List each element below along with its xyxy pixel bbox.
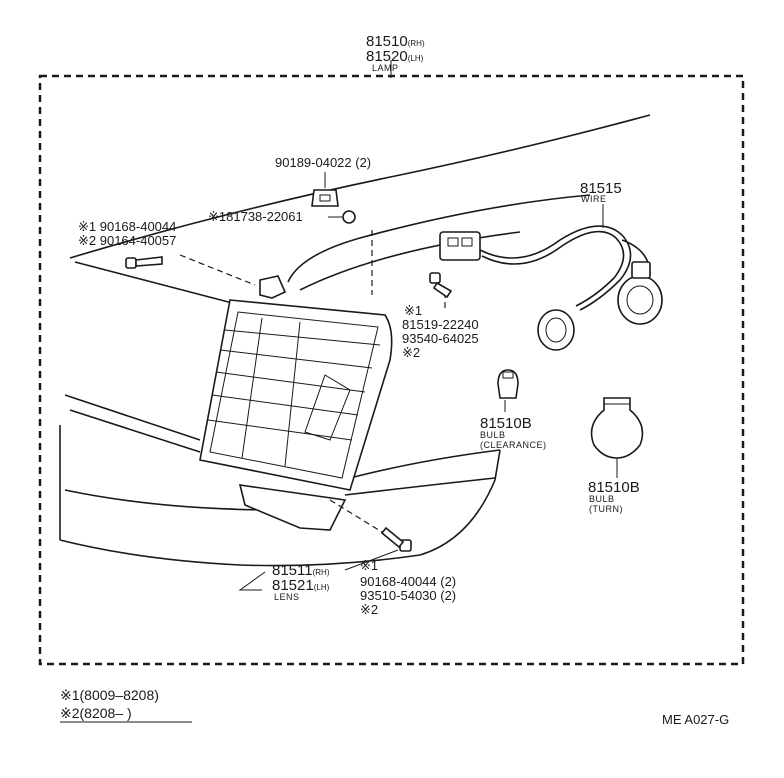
lens-lh-label: 81521(LH): [272, 577, 330, 594]
screw-bot-mark-1: ※1: [360, 558, 378, 573]
car-body-outline: [59, 114, 651, 567]
screw-bottom-part: [380, 526, 412, 552]
screw-mid-mark-2: ※2: [402, 345, 420, 360]
screw-bot-label-2: 93510-54030 (2): [360, 588, 456, 603]
bulb-clearance-num-label: 81510B: [480, 415, 532, 432]
screw-top-label-2: ※2 90164-40057: [78, 233, 176, 248]
footnote-1: ※1(8009–8208): [60, 687, 159, 703]
lamp-rh-label: 81510(RH): [366, 33, 425, 50]
screw-mid-label-1: 81519-22240: [402, 317, 479, 332]
diagram-code: ME A027-G: [662, 712, 729, 727]
lens-rh-label: 81511(RH): [272, 562, 330, 579]
footnote-2: ※2(8208– ): [60, 705, 132, 721]
bulb-turn-part: [590, 397, 644, 459]
bulb-clearance-name-label: BULB: [480, 430, 506, 440]
bulb-clearance-type-label: (CLEARANCE): [480, 440, 547, 450]
screw-top-part: [125, 256, 163, 269]
screw-mid-label-2: 93540-64025: [402, 331, 479, 346]
lens-name-label: LENS: [274, 592, 300, 602]
wire-harness-part: [439, 225, 663, 351]
lamp-lens-assembly: [199, 275, 393, 531]
bulb-clearance-part: [497, 369, 519, 399]
screw-bot-label-1: 90168-40044 (2): [360, 574, 456, 589]
screw-mid-part: [429, 272, 453, 299]
clip-part: [311, 189, 339, 207]
nut-part: [342, 210, 356, 224]
lamp-lh-label: 81520(LH): [366, 48, 424, 65]
wire-num-label: 81515: [580, 180, 622, 197]
lamp-name-label: LAMP: [372, 63, 399, 73]
bulb-turn-name-label: BULB: [589, 494, 615, 504]
bulb-turn-num-label: 81510B: [588, 479, 640, 496]
screw-top-label-1: ※1 90168-40044: [78, 219, 176, 234]
wire-name-label: WIRE: [581, 194, 607, 204]
screw-bot-mark-2: ※2: [360, 602, 378, 617]
nut-label: ※181738-22061: [208, 209, 303, 224]
screw-mid-mark-1: ※1: [404, 303, 422, 318]
clip-label: 90189-04022 (2): [275, 155, 371, 170]
bulb-turn-type-label: (TURN): [589, 504, 623, 514]
